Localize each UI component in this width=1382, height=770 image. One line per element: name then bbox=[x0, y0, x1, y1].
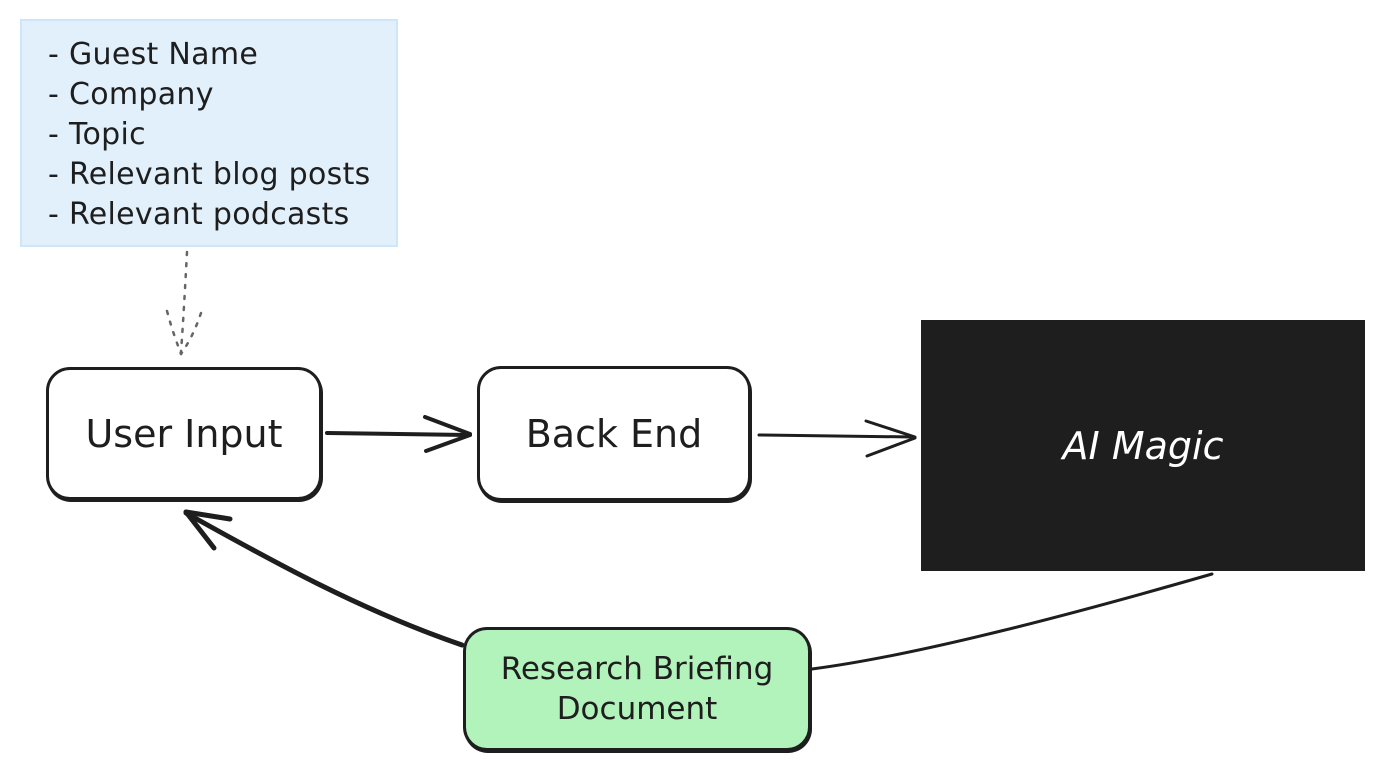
user-input-node: User Input bbox=[46, 367, 322, 500]
input-fields-note: Guest Name Company Topic Relevant blog p… bbox=[20, 19, 398, 247]
ai-magic-node: AI Magic bbox=[921, 320, 1365, 571]
ai-magic-label: AI Magic bbox=[1062, 423, 1224, 468]
back-end-node: Back End bbox=[477, 366, 751, 501]
note-to-user-input-arrow bbox=[165, 250, 203, 356]
user-input-label: User Input bbox=[85, 411, 283, 456]
note-item-company: Company bbox=[48, 75, 396, 115]
back-end-label: Back End bbox=[525, 411, 703, 456]
document-to-user-input-arrow bbox=[183, 509, 465, 648]
back-end-to-ai-magic-arrow bbox=[757, 419, 917, 458]
ai-magic-to-document-line bbox=[810, 572, 1214, 671]
research-briefing-document-node: Research Briefing Document bbox=[463, 627, 811, 751]
note-item-relevant-blog-posts: Relevant blog posts bbox=[48, 155, 396, 195]
research-briefing-document-label: Research Briefing Document bbox=[500, 651, 774, 727]
note-item-topic: Topic bbox=[48, 115, 396, 155]
input-fields-list: Guest Name Company Topic Relevant blog p… bbox=[48, 35, 396, 235]
note-item-relevant-podcasts: Relevant podcasts bbox=[48, 195, 396, 235]
user-input-to-back-end-arrow bbox=[325, 415, 472, 453]
note-item-guest-name: Guest Name bbox=[48, 35, 396, 75]
